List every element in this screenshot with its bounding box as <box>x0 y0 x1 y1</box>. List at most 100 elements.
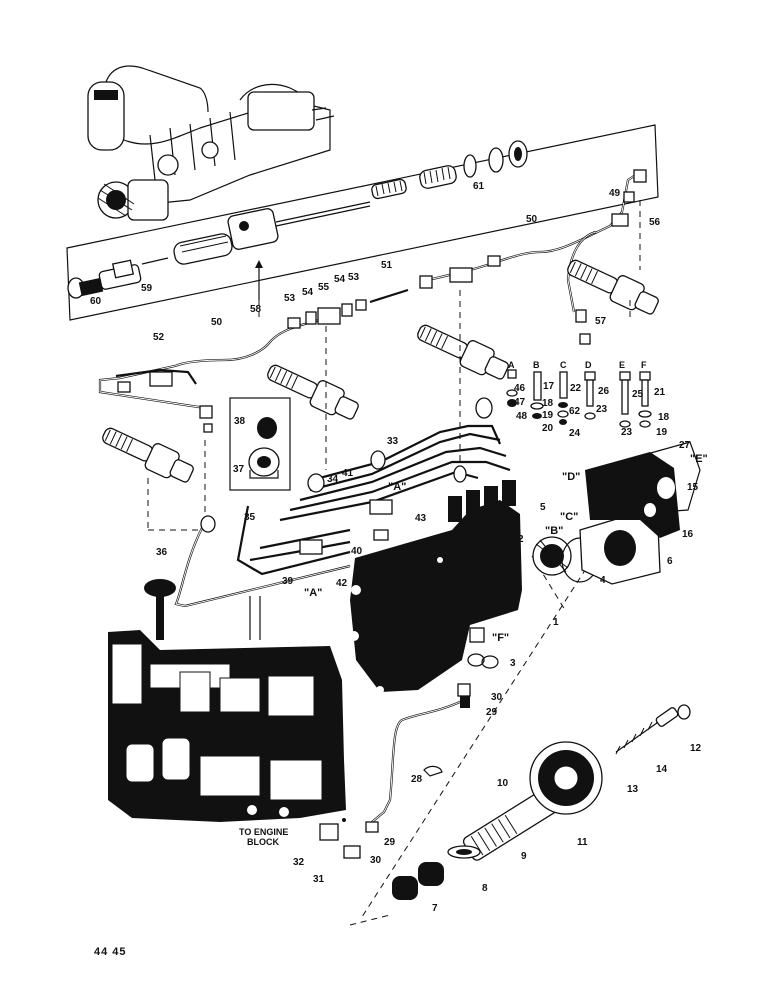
ref-c: "C" <box>560 511 578 523</box>
callout-24: 24 <box>569 428 581 439</box>
callout-50a: 50 <box>526 214 538 225</box>
callout-29a: 29 <box>486 707 498 718</box>
callout-30a: 30 <box>491 692 503 703</box>
callout-8: 8 <box>482 883 488 894</box>
callout-56: 56 <box>649 217 661 228</box>
callout-54b: 54 <box>334 274 346 285</box>
callout-46: 46 <box>514 383 526 394</box>
injection-pump-inset <box>66 65 659 321</box>
callout-21: 21 <box>654 387 666 398</box>
callout-6: 6 <box>667 556 673 567</box>
callout-25: 25 <box>632 389 644 400</box>
callout-60: 60 <box>90 296 102 307</box>
callout-42: 42 <box>336 578 348 589</box>
callout-55: 55 <box>318 282 330 293</box>
letter-labels: A B C D E F "A" "A" "B" "C" "D" "E" "F" <box>304 360 708 644</box>
callout-40: 40 <box>351 546 363 557</box>
injector-center <box>417 324 509 380</box>
callout-2: 2 <box>518 534 524 545</box>
callout-23b: 23 <box>621 427 633 438</box>
callout-3: 3 <box>510 658 516 669</box>
dashed-leaders <box>147 200 641 926</box>
page-numbers: 44 45 <box>94 946 127 958</box>
drive-shaft-assembly <box>392 704 691 900</box>
callout-23a: 23 <box>596 404 608 415</box>
callout-14: 14 <box>656 764 668 775</box>
pump-plunger-parts <box>67 140 528 299</box>
callout-58: 58 <box>250 304 262 315</box>
callout-18a: 18 <box>542 398 554 409</box>
callout-29b: 29 <box>384 837 396 848</box>
callout-38: 38 <box>234 416 246 427</box>
callout-62: 62 <box>569 406 581 417</box>
injector-left <box>102 427 194 483</box>
callout-5: 5 <box>540 502 546 513</box>
injector-right <box>567 259 659 315</box>
upper-fuel-lines <box>98 171 641 410</box>
injector-nozzles <box>102 169 659 483</box>
callout-31: 31 <box>313 874 325 885</box>
ref-b: "B" <box>545 525 563 537</box>
callout-36: 36 <box>156 547 168 558</box>
callout-13: 13 <box>627 784 639 795</box>
tractor-engine-illustration <box>108 579 346 822</box>
return-line <box>319 683 471 859</box>
injector-mid-left <box>267 364 359 420</box>
label-set-b: B <box>533 360 540 370</box>
callout-32: 32 <box>293 857 305 868</box>
callout-30b: 30 <box>370 855 382 866</box>
callout-19a: 19 <box>542 410 554 421</box>
callout-numbers: 1 2 3 4 5 6 7 8 9 10 11 12 13 14 15 16 1… <box>90 181 702 914</box>
label-set-c: C <box>560 360 567 370</box>
callout-28: 28 <box>411 774 423 785</box>
callout-27: 27 <box>679 440 691 451</box>
callout-37: 37 <box>233 464 245 475</box>
callout-52: 52 <box>153 332 165 343</box>
callout-57: 57 <box>595 316 607 327</box>
callout-39: 39 <box>282 576 294 587</box>
pump-housing <box>349 441 701 694</box>
callout-16: 16 <box>682 529 694 540</box>
callout-1: 1 <box>553 617 559 628</box>
label-set-f: F <box>641 360 647 370</box>
high-pressure-line-bundle <box>174 397 511 608</box>
callout-17: 17 <box>543 381 555 392</box>
ref-e: "E" <box>690 453 708 465</box>
callout-20: 20 <box>542 423 554 434</box>
callout-10: 10 <box>497 778 509 789</box>
callout-50b: 50 <box>211 317 223 328</box>
callout-48: 48 <box>516 411 528 422</box>
callout-34: 34 <box>327 474 339 485</box>
label-set-a: A <box>508 360 515 370</box>
nut-inset <box>229 397 291 491</box>
callout-41: 41 <box>342 468 354 479</box>
ref-f: "F" <box>492 632 509 644</box>
callout-61: 61 <box>473 181 485 192</box>
ref-d: "D" <box>562 471 580 483</box>
callout-33: 33 <box>387 436 399 447</box>
callout-51: 51 <box>381 260 393 271</box>
callout-18b: 18 <box>658 412 670 423</box>
bolt-sets <box>506 369 652 428</box>
callout-12: 12 <box>690 743 702 754</box>
callout-11: 11 <box>577 837 588 848</box>
note-to-engine-block: TO ENGINE BLOCK <box>239 827 291 847</box>
callout-49: 49 <box>609 188 621 199</box>
callout-35: 35 <box>244 512 256 523</box>
label-set-d: D <box>585 360 592 370</box>
callout-7: 7 <box>432 903 438 914</box>
callout-15: 15 <box>687 482 699 493</box>
callout-19b: 19 <box>656 427 668 438</box>
callout-54a: 54 <box>302 287 314 298</box>
callout-43: 43 <box>415 513 427 524</box>
injection-pump-illustration <box>87 65 335 221</box>
callout-9: 9 <box>521 851 527 862</box>
callout-47: 47 <box>514 397 526 408</box>
callout-53b: 53 <box>348 272 360 283</box>
callout-26: 26 <box>598 386 610 397</box>
ref-a-upper: "A" <box>388 481 406 493</box>
ref-a-lower: "A" <box>304 587 322 599</box>
callout-4: 4 <box>600 575 606 586</box>
